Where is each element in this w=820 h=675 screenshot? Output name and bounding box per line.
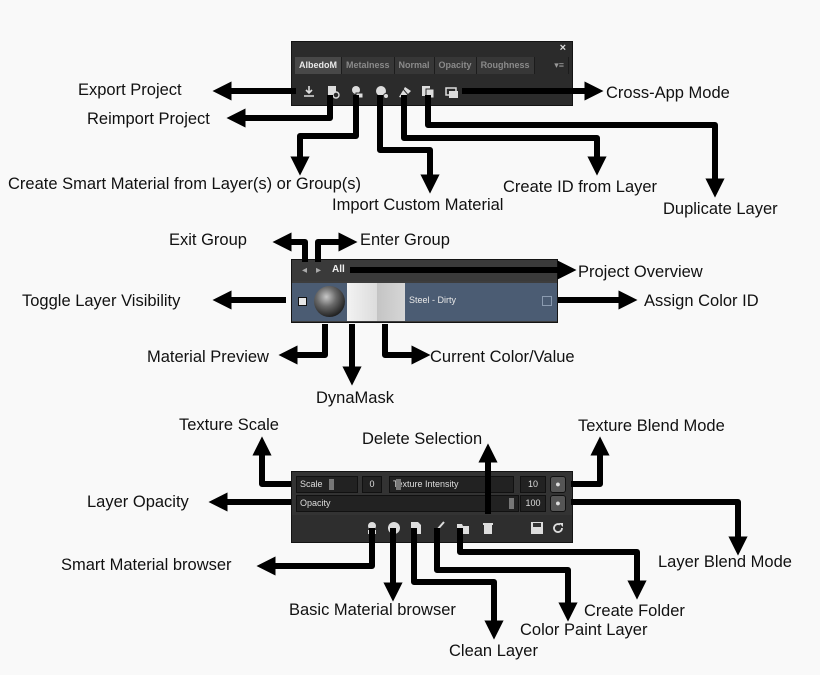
scale-label: Scale [300, 479, 323, 489]
refresh-icon[interactable] [551, 521, 565, 535]
layer-name: Steel - Dirty [409, 295, 457, 305]
label-texture-scale: Texture Scale [179, 416, 279, 434]
texture-blend-mode-button[interactable]: ● [550, 476, 566, 493]
layer-stack-panel: ◂ ▸ All Steel - Dirty [291, 259, 558, 323]
scale-value[interactable]: 0 [362, 476, 382, 493]
color-id-button[interactable] [542, 296, 552, 306]
duplicate-icon[interactable] [421, 85, 435, 99]
custom-material-icon[interactable] [375, 85, 389, 99]
tab-menu-icon[interactable]: ▾≡ [534, 57, 569, 74]
layers-panel-header: × AlbedoM Metalness Normal Opacity Rough… [291, 41, 573, 106]
label-assign-color-id: Assign Color ID [644, 292, 759, 310]
opacity-label: Opacity [300, 498, 331, 508]
texture-intensity-value[interactable]: 10 [520, 476, 546, 493]
enter-group-button[interactable]: ▸ [316, 265, 322, 276]
arrow-current-color [382, 324, 431, 365]
label-delete-selection: Delete Selection [362, 430, 483, 448]
basic-material-browser-icon[interactable] [387, 521, 401, 535]
arrow-custom-material [377, 95, 440, 194]
label-exit-group: Exit Group [169, 231, 247, 249]
arrow-material-preview [278, 324, 328, 365]
label-color-paint-layer: Color Paint Layer [520, 621, 648, 639]
label-dynamask: DynaMask [316, 389, 394, 407]
tab-metalness[interactable]: Metalness [342, 57, 395, 74]
arrow-layer-blend [571, 499, 748, 556]
arrow-texture-blend [571, 436, 610, 487]
label-duplicate-layer: Duplicate Layer [663, 200, 778, 218]
group-nav-bar: ◂ ▸ All [292, 260, 557, 281]
layer-settings-panel: Scale 0 Texture Intensity 10 ● Opacity 1… [291, 471, 573, 543]
arrow-texture-scale [252, 436, 291, 487]
close-icon[interactable]: × [559, 42, 566, 54]
opacity-slider[interactable]: Opacity [296, 495, 519, 512]
breadcrumb[interactable]: All [332, 264, 345, 275]
label-layer-opacity: Layer Opacity [87, 493, 189, 511]
opacity-slider-handle[interactable] [509, 498, 514, 509]
label-reimport-project: Reimport Project [87, 110, 210, 128]
smart-material-icon[interactable] [350, 85, 364, 99]
arrow-duplicate [425, 95, 725, 198]
texture-intensity-label: Texture Intensity [393, 479, 459, 489]
exit-group-button[interactable]: ◂ [302, 265, 308, 276]
label-export-project: Export Project [78, 81, 182, 99]
opacity-value[interactable]: 100 [520, 495, 546, 512]
dynamask-thumbnail[interactable] [347, 283, 377, 321]
label-enter-group: Enter Group [360, 231, 450, 249]
delete-icon[interactable] [481, 521, 495, 535]
panel-title-bar: × [292, 42, 572, 57]
create-folder-icon[interactable] [456, 521, 470, 535]
save-icon[interactable] [530, 521, 544, 535]
visibility-toggle[interactable] [298, 297, 307, 306]
layer-create-toolbar [292, 515, 572, 542]
channel-tabs: AlbedoM Metalness Normal Opacity Roughne… [295, 57, 569, 74]
texture-intensity-handle[interactable] [396, 479, 401, 490]
color-paint-layer-icon[interactable] [432, 521, 446, 535]
label-toggle-visibility: Toggle Layer Visibility [22, 292, 181, 310]
export-icon[interactable] [302, 85, 316, 99]
label-layer-blend-mode: Layer Blend Mode [658, 553, 792, 571]
scale-slider[interactable]: Scale [296, 476, 358, 493]
current-color-swatch[interactable] [377, 283, 405, 321]
tab-albedom[interactable]: AlbedoM [295, 57, 342, 74]
tab-normal[interactable]: Normal [394, 57, 435, 74]
label-cross-app-mode: Cross-App Mode [606, 84, 730, 102]
clean-layer-icon[interactable] [409, 521, 423, 535]
material-preview-thumbnail[interactable] [314, 286, 345, 317]
texture-intensity-slider[interactable]: Texture Intensity [389, 476, 514, 493]
tab-opacity[interactable]: Opacity [434, 57, 477, 74]
cross-app-icon[interactable] [445, 85, 459, 99]
label-clean-layer: Clean Layer [449, 642, 538, 660]
reimport-icon[interactable] [326, 85, 340, 99]
scale-slider-handle[interactable] [329, 479, 334, 490]
label-create-smart-material: Create Smart Material from Layer(s) or G… [8, 175, 362, 193]
label-material-preview: Material Preview [147, 348, 269, 366]
create-id-icon[interactable] [398, 85, 412, 99]
label-texture-blend-mode: Texture Blend Mode [578, 417, 725, 435]
label-create-folder: Create Folder [584, 602, 685, 620]
label-current-color: Current Color/Value [430, 348, 575, 366]
smart-material-browser-icon[interactable] [365, 521, 379, 535]
layer-row[interactable]: Steel - Dirty [292, 283, 557, 321]
label-create-id: Create ID from Layer [503, 178, 658, 196]
label-basic-material-browser: Basic Material browser [289, 601, 456, 619]
label-project-overview: Project Overview [578, 263, 703, 281]
layer-blend-mode-button[interactable]: ● [550, 495, 566, 512]
label-import-custom-material: Import Custom Material [332, 196, 504, 214]
tab-roughness[interactable]: Roughness [476, 57, 535, 74]
label-smart-material-browser: Smart Material browser [61, 556, 232, 574]
layers-toolbar [292, 82, 572, 102]
